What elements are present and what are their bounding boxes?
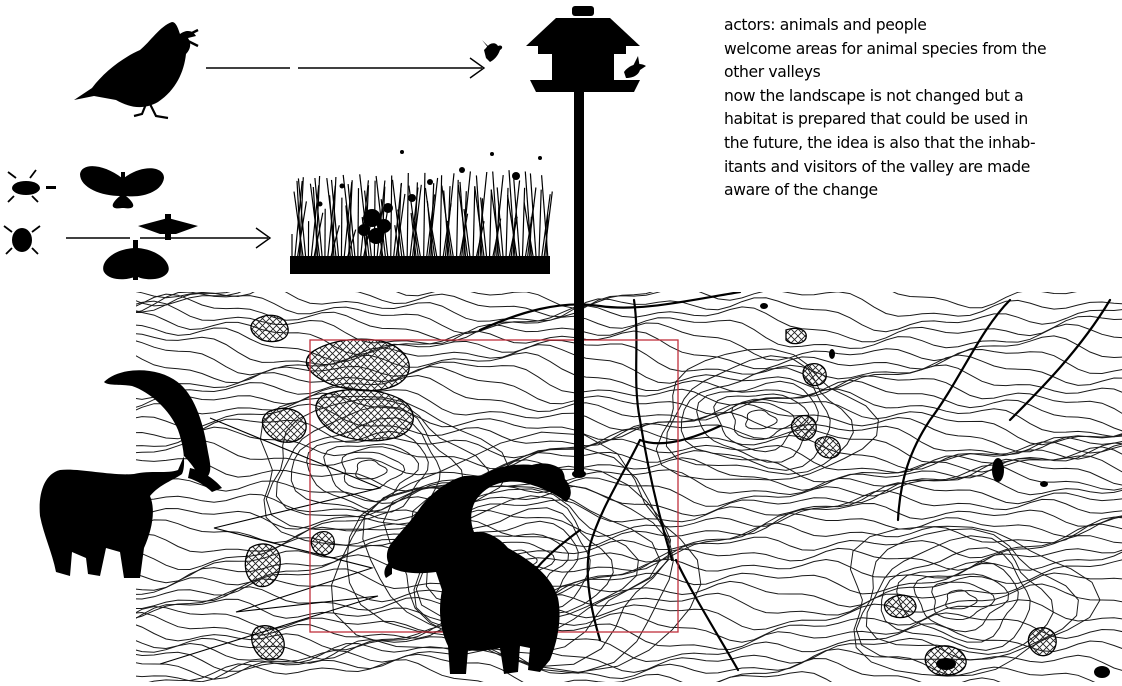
caption-line: aware of the change: [724, 179, 1116, 203]
grass-blade: [358, 188, 359, 262]
butterfly-icon: [80, 166, 164, 208]
grass-blade: [391, 176, 392, 263]
grass-blade: [424, 173, 425, 262]
fly-icon: [8, 170, 56, 202]
grass-blade: [522, 188, 524, 262]
grass-blade: [341, 198, 342, 262]
caption-text: actors: animals and people welcome areas…: [724, 14, 1116, 203]
small-bird-flying-icon: [624, 56, 646, 78]
caption-line: other valleys: [724, 61, 1116, 85]
caption-line: welcome areas for animal species from th…: [724, 38, 1116, 62]
topographic-contour-map: [130, 274, 1122, 682]
small-bird-icon: [482, 40, 502, 62]
grass-blade: [458, 185, 468, 262]
birdhouse-icon: [526, 6, 640, 478]
moth-icon: [138, 214, 198, 240]
grass-meadow-icon: [290, 150, 552, 274]
caption-line: the future, the idea is also that the in…: [724, 132, 1116, 156]
contour-line: [130, 333, 1122, 394]
grass-blade: [539, 190, 541, 262]
caption-line: itants and visitors of the valley are ma…: [724, 156, 1116, 180]
grass-blade: [442, 186, 452, 262]
grass-blade: [489, 190, 491, 263]
contour-line: [130, 573, 1122, 632]
contour-line: [130, 277, 1122, 317]
bird-to-birdhouse-arrow: [206, 58, 484, 78]
caption-line: now the landscape is not changed but a: [724, 85, 1116, 109]
ibex-icon: [40, 370, 222, 578]
grass-blade: [407, 173, 408, 262]
caption-line: actors: animals and people: [724, 14, 1116, 38]
grass-blade: [473, 186, 475, 262]
contour-ring: [866, 536, 1053, 655]
grass-blade: [440, 175, 442, 262]
contour-ring: [342, 452, 405, 489]
bird-silhouette-icon: [74, 22, 198, 118]
moth-icon: [103, 240, 169, 280]
contour-ring: [307, 431, 429, 512]
caption-line: habitat is prepared that could be used i…: [724, 108, 1116, 132]
beetle-icon: [4, 226, 40, 254]
grass-blade: [457, 180, 459, 262]
